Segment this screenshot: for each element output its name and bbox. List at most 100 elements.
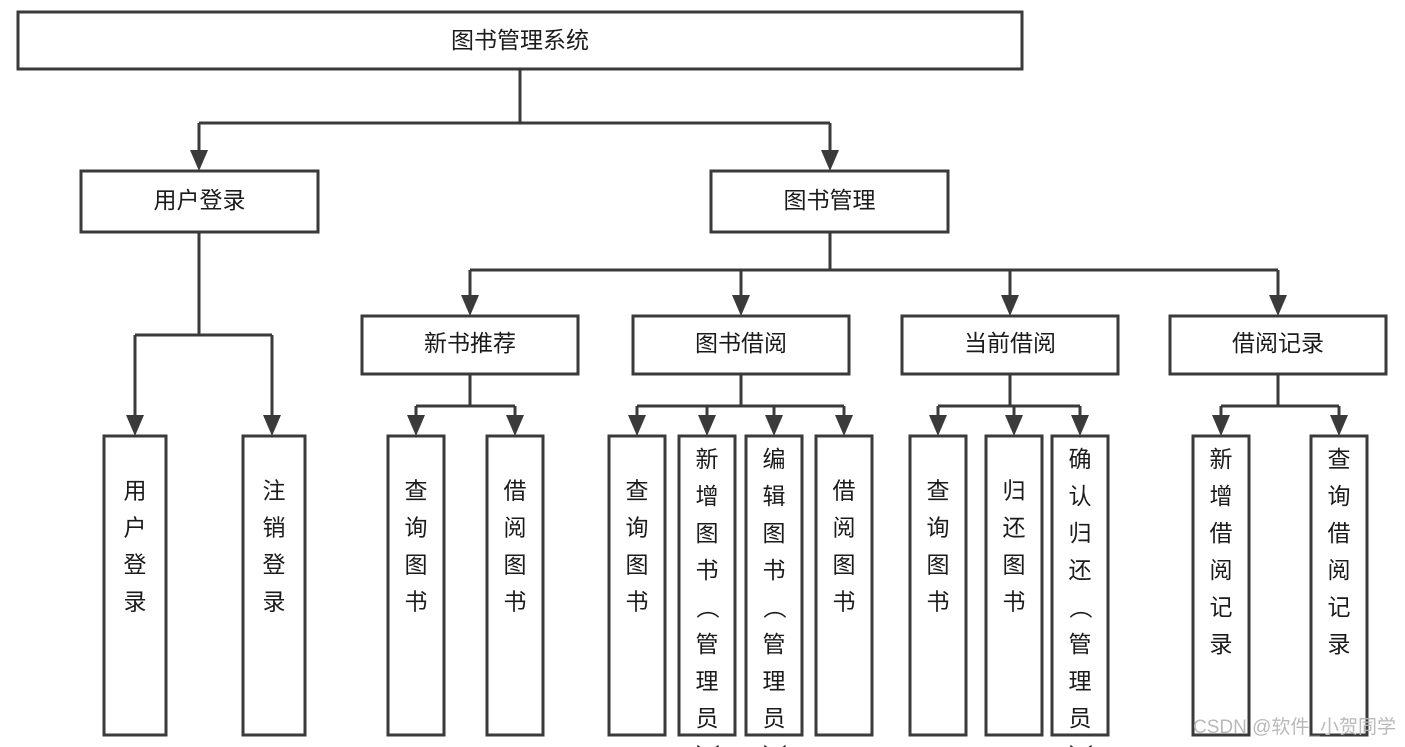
node-bb-add-book[interactable] (677, 434, 737, 737)
node-cb-confirm-return-box[interactable] (1050, 434, 1110, 737)
label-char: 销 (263, 515, 286, 541)
label-char: 询 (1328, 483, 1351, 509)
label-char: 编 (763, 446, 786, 472)
label-char: 图 (696, 520, 719, 546)
connector-layer (126, 69, 1348, 436)
node-book-manage[interactable]: 图书管理 (709, 169, 950, 234)
arrow-user-login-do (126, 415, 144, 436)
node-cb-return-book-box[interactable] (984, 434, 1044, 737)
label-char: 确 (1069, 446, 1092, 472)
arrow-borrow-record (1269, 295, 1287, 316)
node-user-logout-box[interactable] (241, 434, 307, 737)
label-char: 阅 (833, 515, 856, 541)
node-br-query-record-box[interactable] (1309, 434, 1369, 737)
label-char: 登 (263, 552, 286, 578)
label-char: 增 (696, 483, 719, 509)
arrow-bb-borrow-book (835, 415, 853, 436)
label-char: ） (694, 744, 720, 747)
arrow-nbr-borrow-book (506, 415, 524, 436)
arrow-nbr-query-book (407, 415, 425, 436)
node-root-box[interactable] (16, 10, 1024, 71)
label-char: 询 (626, 515, 649, 541)
node-user-login-do[interactable] (102, 434, 168, 737)
node-current-borrow-box[interactable] (900, 314, 1120, 376)
label-char: 注 (263, 478, 286, 504)
label-char: 归 (1003, 478, 1026, 504)
arrow-current-borrow (1001, 295, 1019, 316)
node-cb-query-book[interactable] (908, 434, 968, 737)
label-char: 还 (1003, 515, 1026, 541)
node-user-logout[interactable] (241, 434, 307, 737)
label-char: 新 (1210, 446, 1233, 472)
arrow-bb-edit-book (765, 415, 783, 436)
node-book-manage-box[interactable] (709, 169, 950, 234)
label-char: 管 (763, 631, 786, 657)
label-char: 书 (626, 589, 649, 615)
node-nbr-borrow-book-box[interactable] (485, 434, 545, 737)
node-cb-query-book-box[interactable] (908, 434, 968, 737)
node-br-add-record-box[interactable] (1191, 434, 1251, 737)
label-char: 员 (696, 705, 719, 731)
label-char: 图 (626, 552, 649, 578)
node-bb-edit-book-box[interactable] (744, 434, 804, 737)
node-cb-confirm-return[interactable] (1050, 434, 1110, 737)
node-user-login-box[interactable] (79, 169, 320, 234)
node-nbr-query-book-box[interactable] (386, 434, 446, 737)
label-char: 录 (1328, 631, 1351, 657)
label-char: （ (1067, 596, 1093, 619)
label-char: 书 (1003, 589, 1026, 615)
node-new-book-recommend[interactable]: 新书推荐 (360, 314, 580, 376)
label-char: 辑 (763, 483, 786, 509)
label-char: 理 (696, 668, 719, 694)
node-book-borrow[interactable]: 图书借阅 (631, 314, 851, 376)
label-char: 书 (927, 589, 950, 615)
arrow-book-borrow (732, 295, 750, 316)
watermark-label: CSDN @软件_小贺同学 (1193, 716, 1396, 738)
label-char: 户 (124, 515, 147, 541)
node-br-add-record[interactable] (1191, 434, 1251, 737)
label-char: 记 (1328, 594, 1351, 620)
node-bb-borrow-book[interactable] (814, 434, 874, 737)
node-book-borrow-box[interactable] (631, 314, 851, 376)
node-bb-edit-book[interactable] (744, 434, 804, 737)
node-br-query-record[interactable] (1309, 434, 1369, 737)
label-char: 还 (1069, 557, 1092, 583)
node-borrow-record[interactable]: 借阅记录 (1168, 314, 1388, 376)
label-char: （ (694, 596, 720, 619)
node-user-login[interactable]: 用户登录 (79, 169, 320, 234)
label-char: 书 (763, 557, 786, 583)
node-current-borrow[interactable]: 当前借阅 (900, 314, 1120, 376)
label-char: 图 (405, 552, 428, 578)
node-new-book-recommend-box[interactable] (360, 314, 580, 376)
node-bb-query-book-box[interactable] (607, 434, 667, 737)
node-nbr-borrow-book[interactable] (485, 434, 545, 737)
label-char: 录 (124, 589, 147, 615)
label-char: 查 (405, 478, 428, 504)
label-char: 录 (1210, 631, 1233, 657)
node-cb-return-book[interactable] (984, 434, 1044, 737)
node-user-login-do-box[interactable] (102, 434, 168, 737)
arrow-cb-query-book (929, 415, 947, 436)
node-borrow-record-box[interactable] (1168, 314, 1388, 376)
label-char: 理 (763, 668, 786, 694)
label-char: 登 (124, 552, 147, 578)
label-char: ） (761, 744, 787, 747)
label-char: 询 (405, 515, 428, 541)
label-char: 书 (833, 589, 856, 615)
arrow-user-logout (263, 415, 281, 436)
node-bb-query-book[interactable] (607, 434, 667, 737)
node-nbr-query-book[interactable] (386, 434, 446, 737)
node-bb-add-book-box[interactable] (677, 434, 737, 737)
node-bb-borrow-book-box[interactable] (814, 434, 874, 737)
node-root[interactable]: 图书管理系统 (16, 10, 1024, 71)
label-char: 询 (927, 515, 950, 541)
arrow-new-book-recommend (461, 295, 479, 316)
label-char: 用 (124, 478, 147, 504)
